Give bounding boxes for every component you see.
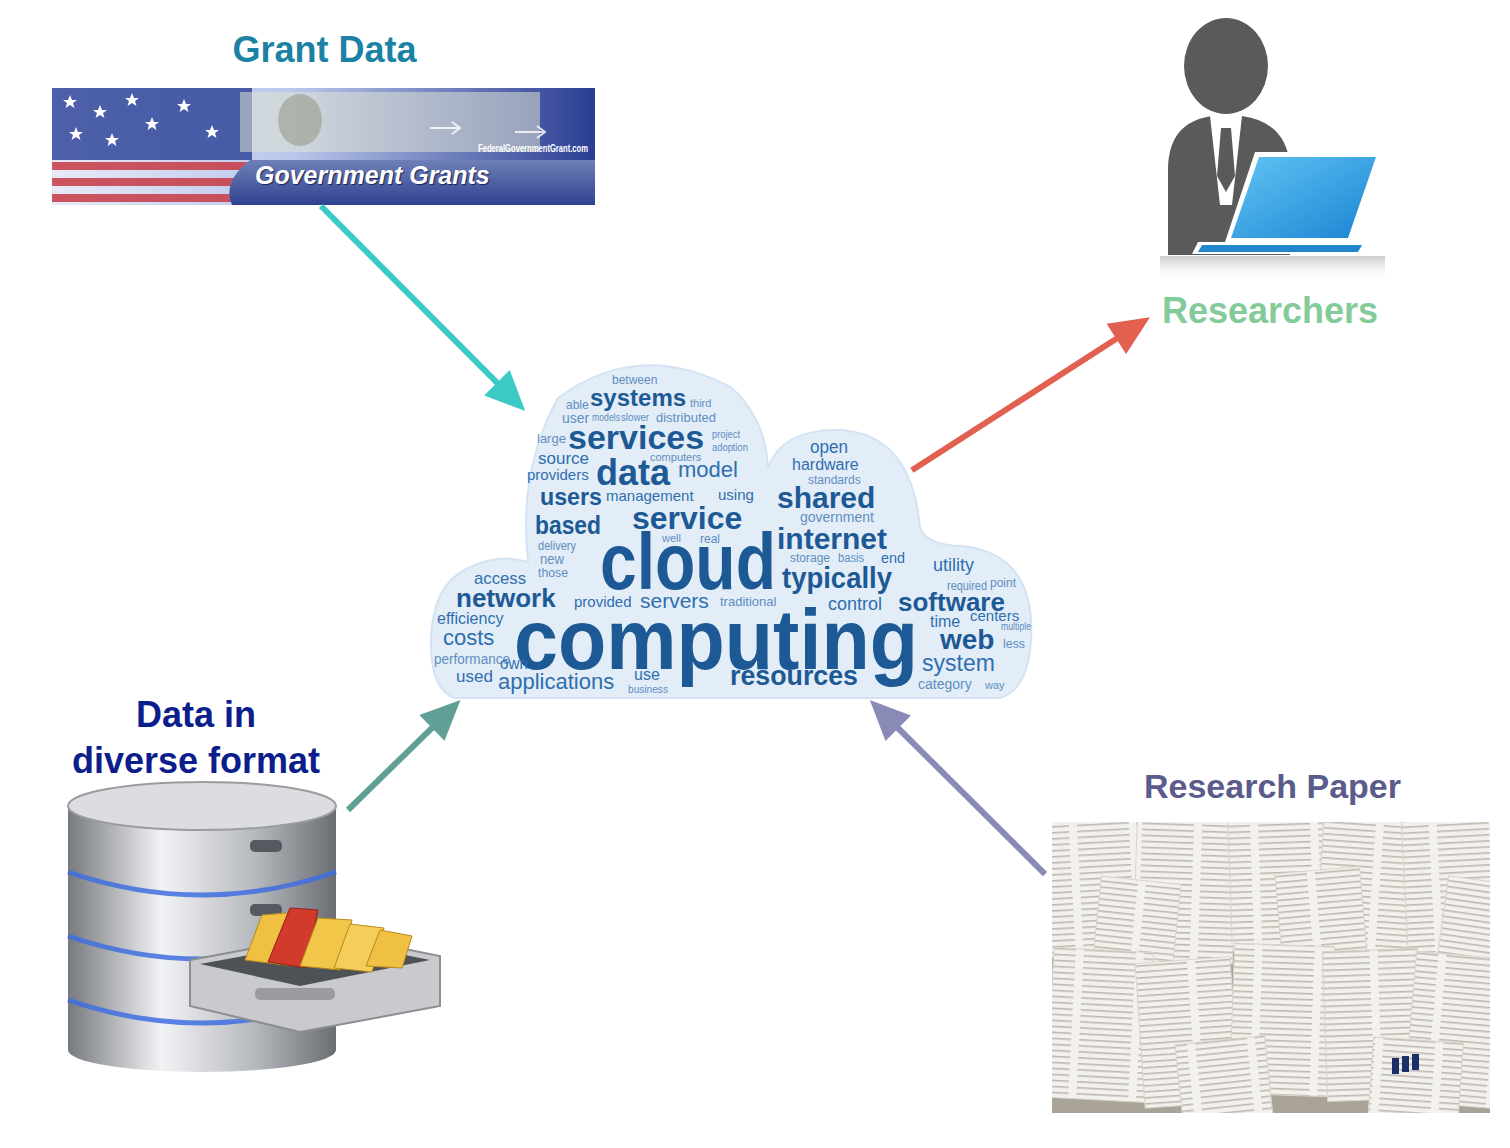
cloud-word: category [918,677,972,691]
node-title: Data in diverse format [70,692,322,784]
cloud-word: business [628,684,668,695]
cloud-word: between [612,374,657,386]
connector-arrow [321,206,525,411]
researcher-target: Researchers [1150,15,1394,340]
cloud-word: those [538,566,568,579]
paper-wall-photo [1052,822,1490,1113]
database-icon [68,782,440,1072]
arrow-head [1107,317,1150,354]
arrow-shaft [321,206,501,387]
cloud-word: used [456,668,493,685]
cloud-word: typically [782,563,892,593]
cloud-word: open [810,438,848,456]
cloud-word: system [922,652,995,675]
cloud-word: adoption [712,443,748,453]
cloud-word: costs [443,627,494,649]
cloud-word: management [606,488,694,503]
cloud-word: source [538,450,589,467]
cloud-word: model [678,459,738,481]
cloud-word: resources [730,662,858,690]
arrow-shaft [912,336,1122,471]
banner-url: FederalGovernmentGrant.com [478,144,588,154]
cloud-word: data [596,455,670,491]
arrow-head [484,370,525,411]
cloud-word: government [800,510,874,524]
cloud-word: centers [970,608,1019,623]
cloud-word: efficiency [437,611,503,627]
cloud-word: point [990,577,1016,589]
arrow-head [870,700,911,741]
cloud-word: able [566,399,589,411]
cloud-word: multiple [1001,622,1031,632]
cloud-word: services [568,420,704,454]
cloud-word: delivery [538,540,576,552]
cloud-word: less [1003,637,1025,650]
arrow-head [419,700,460,741]
cloud-node: betweensystemsthirdableusermodelsslowerd… [430,360,1040,700]
cloud-shape [431,365,1031,698]
connector-arrow [870,700,1045,874]
node-title: Grant Data [52,32,597,68]
cloud-word: hardware [792,457,859,473]
grant-banner [52,88,595,205]
cloud-word: performance [434,652,510,666]
connector-arrow [348,700,461,810]
cloud-word: own [500,656,528,672]
arrow-shaft [348,724,436,810]
cloud-word: web [940,626,994,654]
node-title: Researchers [1150,293,1390,329]
connector-arrow [912,317,1150,470]
cloud-word: using [718,487,754,502]
cloud-word: utility [933,556,974,574]
cloud-word: project [712,430,740,440]
cloud-word: applications [498,671,614,693]
researcher-icon [1160,18,1385,282]
banner-title: Government Grants [255,163,490,188]
cloud-word: internet [777,524,887,554]
cloud-word: users [540,485,602,509]
cloud-word: use [634,667,660,683]
cloud-word: third [690,398,711,409]
cloud-word: based [535,512,601,538]
paper-source: Research Paper [1045,765,1504,1117]
cloud-word: way [985,680,1005,691]
grant-source: Grant DataFederalGovernmentGrant.comGove… [52,30,601,206]
cloud-word: large [537,432,566,445]
data-source: Data in diverse format [50,690,450,1065]
cloud-word: new [540,552,564,566]
cloud-word: shared [777,483,875,513]
arrow-shaft [894,724,1045,874]
cloud-word: providers [527,467,589,482]
node-title: Research Paper [1045,769,1500,803]
cloud-word: systems [590,386,686,410]
